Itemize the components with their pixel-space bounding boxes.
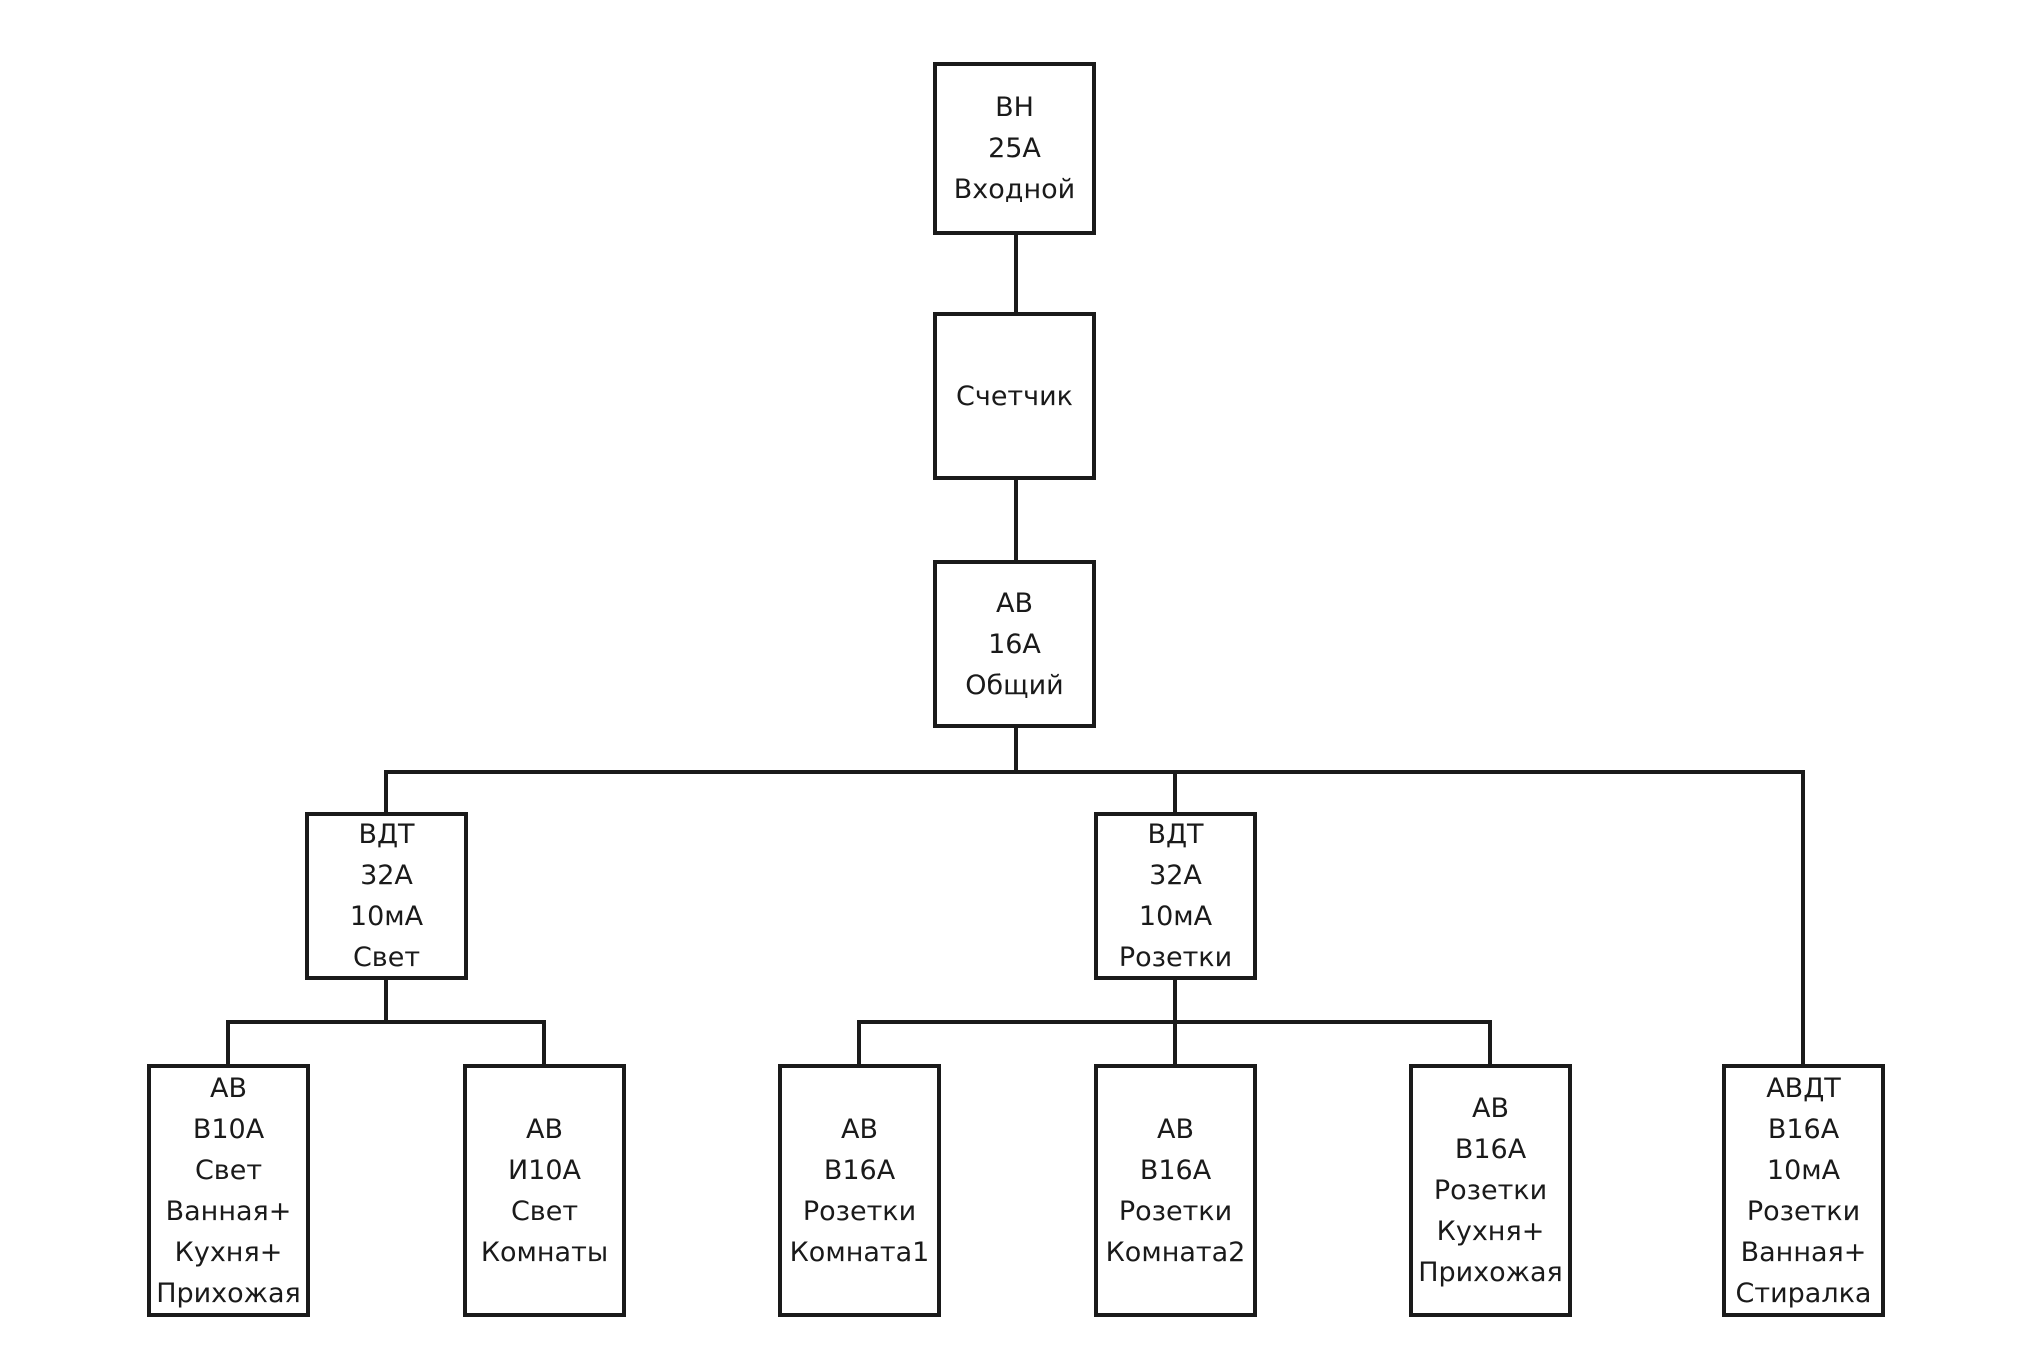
node-label-line: Розетки: [1118, 1195, 1233, 1227]
wire-sockets-bus-left: [857, 1020, 861, 1066]
node-label-line: Комнаты: [480, 1236, 609, 1268]
node-label-line: АВ: [1157, 1113, 1194, 1145]
node-label-line: 16А: [988, 628, 1041, 660]
node-label-line: В16А: [1454, 1134, 1527, 1165]
node-label-line: 32А: [360, 860, 413, 891]
node-label-line: Прихожая: [156, 1277, 301, 1309]
breaker-av-16a-general-box: АВ 16А Общий: [933, 560, 1096, 728]
wire-meter-to-av: [1014, 478, 1018, 562]
node-label-line: Свет: [352, 942, 421, 973]
node-label-line: Входной: [953, 174, 1076, 205]
node-label-line: 25А: [988, 133, 1041, 164]
node-label-line: ВДТ: [358, 819, 415, 850]
node-label-line: Кухня+: [174, 1236, 283, 1268]
node-label-line: Общий: [965, 669, 1064, 701]
wire-vn-to-meter: [1014, 233, 1018, 314]
node-label-line: 10мА: [1766, 1154, 1841, 1186]
wire-sockets-bus: [857, 1020, 1492, 1024]
wire-bus-to-vdt-sockets: [1173, 770, 1177, 814]
rcbo-avdt-b16a-bath-box: АВДТ В16А 10мА Розетки Ванная+ Стиралка: [1722, 1064, 1885, 1317]
node-label-line: В16А: [1139, 1154, 1212, 1186]
rcd-vdt-sockets-box: ВДТ 32А 10мА Розетки: [1094, 812, 1257, 980]
node-label-line: 32А: [1149, 860, 1202, 891]
wire-light-bus-left: [226, 1020, 230, 1066]
meter-box: Счетчик: [933, 312, 1096, 480]
node-label-line: АВ: [210, 1072, 247, 1104]
node-label-line: Розетки: [1746, 1195, 1861, 1227]
rcd-vdt-light-box: ВДТ 32А 10мА Свет: [305, 812, 468, 980]
node-label-line: И10А: [507, 1154, 582, 1186]
node-label-line: Свет: [510, 1195, 579, 1227]
wire-av-down: [1014, 726, 1018, 772]
breaker-av-b16a-room2-box: АВ В16А Розетки Комната2: [1094, 1064, 1257, 1317]
wire-main-bus: [384, 770, 1805, 774]
node-label-line: Розетки: [1433, 1175, 1548, 1206]
node-label-line: В16А: [1767, 1113, 1840, 1145]
node-label-line: Прихожая: [1418, 1257, 1563, 1288]
node-label-line: АВ: [1472, 1093, 1509, 1124]
node-label-line: АВ: [526, 1113, 563, 1145]
node-label-line: ВДТ: [1147, 819, 1204, 850]
node-label-line: Ванная+: [1740, 1236, 1867, 1268]
breaker-av-b10a-light-box: АВ В10А Свет Ванная+ Кухня+ Прихожая: [147, 1064, 310, 1317]
node-label-line: Комната2: [1105, 1236, 1246, 1268]
wire-sockets-bus-right: [1488, 1020, 1492, 1066]
node-label-line: АВ: [996, 587, 1033, 619]
wire-light-bus: [226, 1020, 546, 1024]
node-label-line: АВДТ: [1766, 1072, 1841, 1104]
breaker-av-i10a-light-box: АВ И10А Свет Комнаты: [463, 1064, 626, 1317]
node-label-line: Розетки: [1118, 942, 1233, 973]
node-label-line: Счетчик: [956, 380, 1073, 412]
node-label-line: ВН: [995, 92, 1034, 123]
node-label-line: 10мА: [1138, 901, 1213, 932]
node-label-line: В10А: [192, 1113, 265, 1145]
node-label-line: Стиралка: [1735, 1277, 1872, 1309]
wire-vdt-light-down: [384, 978, 388, 1022]
node-label-line: 10мА: [349, 901, 424, 932]
node-label-line: Розетки: [802, 1195, 917, 1227]
breaker-vn-25a-box: ВН 25А Входной: [933, 62, 1096, 235]
breaker-av-b16a-kitchen-box: АВ В16А Розетки Кухня+ Прихожая: [1409, 1064, 1572, 1317]
node-label-line: Комната1: [789, 1236, 930, 1268]
wire-bus-to-vdt-light: [384, 770, 388, 814]
wire-bus-to-avdt: [1801, 770, 1805, 1066]
breaker-av-b16a-room1-box: АВ В16А Розетки Комната1: [778, 1064, 941, 1317]
node-label-line: В16А: [823, 1154, 896, 1186]
node-label-line: Ванная+: [165, 1195, 292, 1227]
wire-light-bus-right: [542, 1020, 546, 1066]
node-label-line: Свет: [194, 1154, 263, 1186]
node-label-line: Кухня+: [1436, 1216, 1545, 1247]
node-label-line: АВ: [841, 1113, 878, 1145]
